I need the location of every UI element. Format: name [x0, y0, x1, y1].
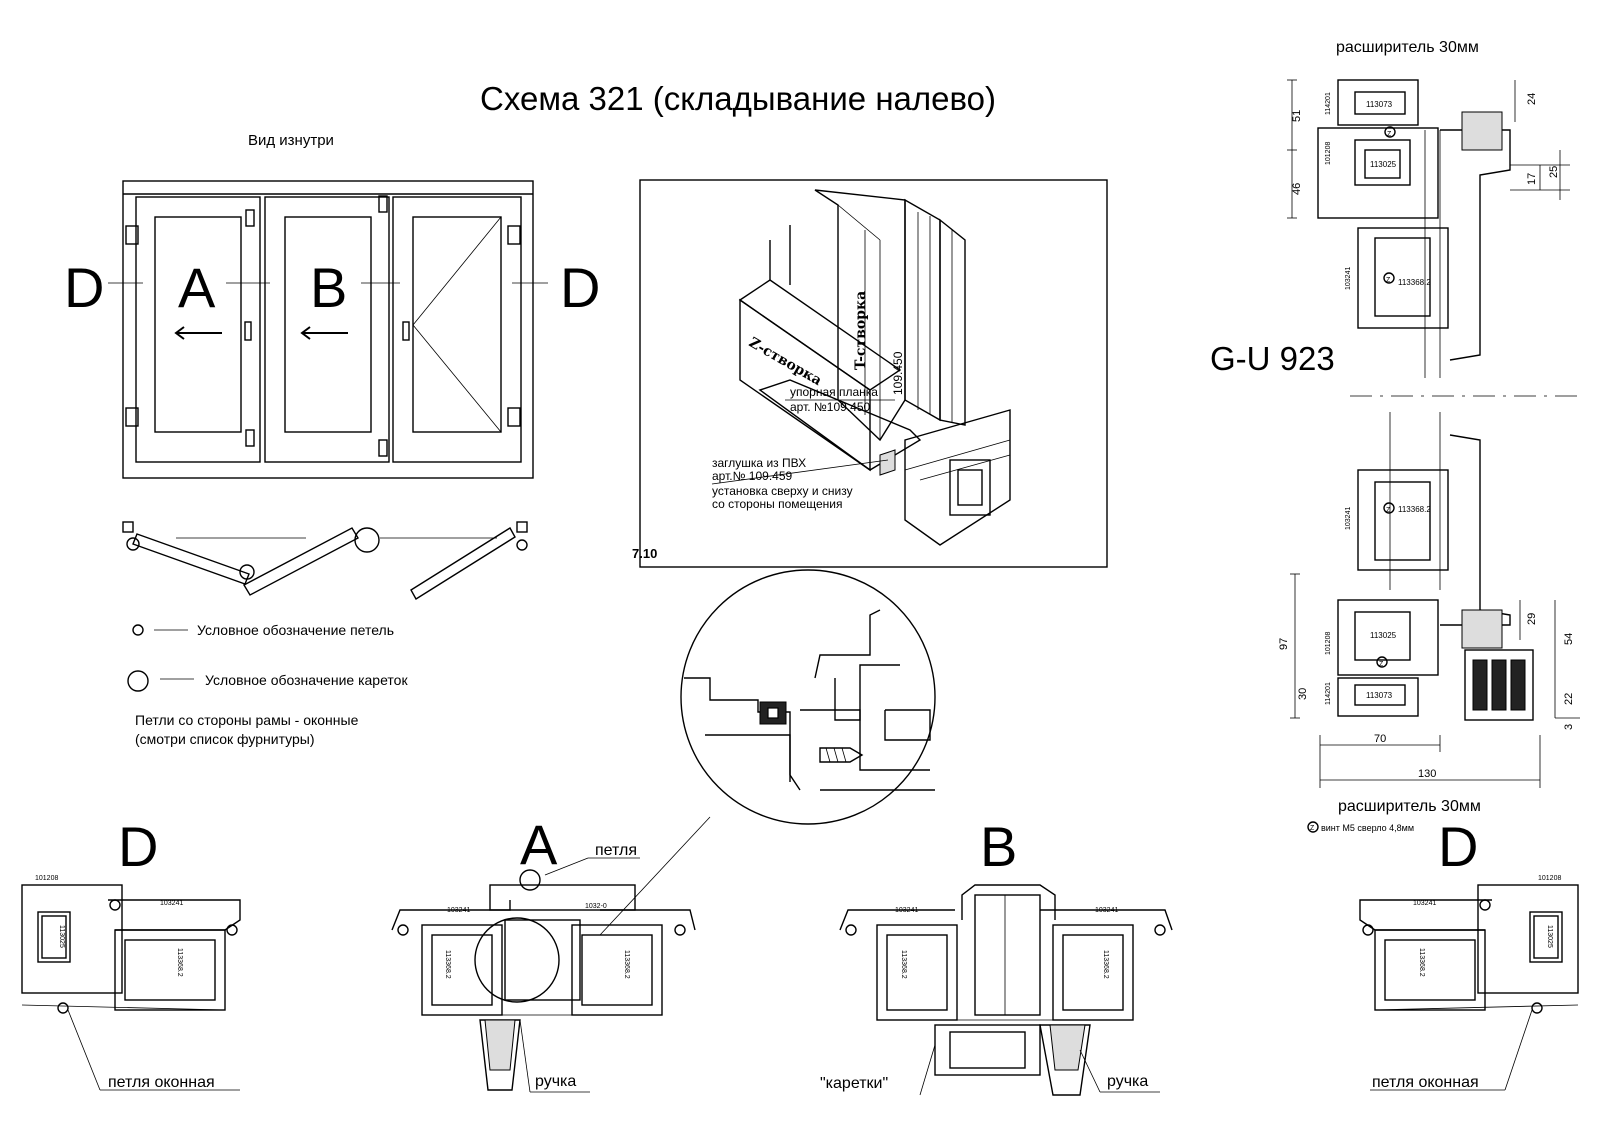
dim-46: 46: [1291, 183, 1303, 195]
code-113025: 113025: [1546, 925, 1553, 948]
screw-mark-letter: Z: [1386, 277, 1391, 284]
section-d-left: [21, 884, 241, 1091]
stop-bar-line-2: арт. №109.450: [790, 400, 870, 414]
code-113025: 113025: [58, 925, 65, 948]
profile-code: 103241: [1345, 267, 1352, 290]
screw-mark-icon: [1383, 502, 1395, 514]
view-label: Вид изнутри: [248, 132, 334, 149]
expander-bottom-label: расширитель 30мм: [1338, 798, 1481, 815]
figure-number: 7.10: [632, 546, 657, 561]
carriages-label: "каретки": [820, 1075, 888, 1092]
section-letter-d-left: D: [64, 256, 104, 319]
profile-code: 114201: [1325, 682, 1332, 705]
code-113368: 113368.2: [444, 950, 451, 979]
profile-code: 113073: [1366, 100, 1393, 109]
expander-top-label: расширитель 30мм: [1336, 39, 1479, 56]
legend-carriages: Условное обозначение кареток: [205, 672, 408, 688]
window-elevation: [108, 180, 548, 479]
dim-22: 22: [1563, 693, 1575, 705]
section-d-right: [1359, 884, 1579, 1091]
dim-97: 97: [1278, 638, 1290, 650]
right-bottom-section: [1290, 412, 1580, 788]
screw-symbol-letter: Z: [1310, 825, 1315, 832]
window-hinge-right-label: петля оконная: [1372, 1074, 1479, 1091]
isometric-detail: [639, 179, 1108, 568]
profile-code: 113025: [1370, 631, 1397, 640]
section-d-left-letter: D: [118, 815, 158, 878]
article-vertical-label: 109.450: [891, 351, 905, 395]
plug-line-2: арт.№ 109.459: [712, 469, 792, 483]
dim-51: 51: [1291, 110, 1303, 122]
code-113368: 113368.2: [176, 948, 183, 977]
section-b: [839, 884, 1173, 1096]
t-sash-label: T-створка: [853, 291, 869, 370]
right-top-section: [1287, 79, 1570, 378]
code-103241: 103241: [1095, 907, 1118, 914]
window-hinge-left-label: петля оконная: [108, 1074, 215, 1091]
section-letter-b: B: [310, 256, 347, 319]
handle-right-label: ручка: [1107, 1073, 1148, 1090]
plug-line-3: установка сверху и снизу: [712, 484, 853, 498]
profile-code: 103241: [1345, 507, 1352, 530]
code-103241: 103241: [1413, 900, 1436, 907]
dim-54: 54: [1563, 633, 1575, 645]
screw-note: винт М5 сверло 4,8мм: [1321, 823, 1414, 833]
code-113368: 113368.2: [1102, 950, 1109, 979]
carriage-symbol-icon: [127, 670, 149, 692]
dim-17: 17: [1526, 173, 1538, 185]
code-1032: 1032-0: [585, 903, 607, 910]
profile-code: 113025: [1370, 160, 1397, 169]
profile-code: 101208: [1325, 142, 1332, 165]
code-103241: 103241: [895, 907, 918, 914]
code-101208: 101208: [35, 875, 58, 882]
dim-24: 24: [1526, 93, 1538, 105]
screw-mark-letter: Z: [1379, 661, 1384, 668]
screw-mark-icon: [1383, 272, 1395, 284]
code-103241: 103241: [447, 907, 470, 914]
legend-note-2: (смотри список фурнитуры): [135, 731, 315, 747]
section-b-letter: B: [980, 815, 1017, 878]
hinge-label: петля: [595, 842, 637, 859]
dim-30: 30: [1297, 688, 1309, 700]
legend-hinges: Условное обозначение петель: [197, 622, 394, 638]
code-113368: 113368.2: [623, 950, 630, 979]
system-label: G-U 923: [1210, 340, 1335, 377]
folding-scheme: [122, 521, 528, 600]
legend: [127, 624, 194, 692]
code-103241: 103241: [160, 900, 183, 907]
legend-note-1: Петли со стороны рамы - оконные: [135, 712, 359, 728]
profile-code: 113368.2: [1398, 505, 1431, 514]
code-113368: 113368.2: [900, 950, 907, 979]
dim-3: 3: [1563, 724, 1575, 730]
section-a-letter: A: [520, 813, 558, 876]
dim-29: 29: [1526, 613, 1538, 625]
screw-mark-icon: [1376, 656, 1388, 668]
section-letter-a: A: [178, 256, 216, 319]
section-a: [391, 857, 696, 1093]
code-113368: 113368.2: [1418, 948, 1425, 977]
dim-70: 70: [1374, 733, 1386, 745]
handle-left-label: ручка: [535, 1073, 576, 1090]
screw-mark-letter: Z: [1387, 131, 1392, 138]
stop-bar-line-1: упорная планка: [790, 385, 878, 399]
plug-line-1: заглушка из ПВХ: [712, 456, 806, 470]
page-title: Схема 321 (складывание налево): [480, 80, 996, 117]
dim-130: 130: [1418, 768, 1436, 780]
code-101208: 101208: [1538, 875, 1561, 882]
hinge-symbol-icon: [132, 624, 144, 636]
section-letter-d-right: D: [560, 256, 600, 319]
dim-25: 25: [1548, 166, 1560, 178]
profile-code: 113073: [1366, 691, 1393, 700]
screw-mark-icon: [1384, 126, 1396, 138]
magnified-detail: [680, 569, 936, 825]
profile-code: 114201: [1325, 92, 1332, 115]
screw-symbol-icon: [1307, 821, 1319, 833]
plug-line-4: со стороны помещения: [712, 497, 842, 511]
profile-code: 101208: [1325, 632, 1332, 655]
profile-code: 113368.2: [1398, 278, 1431, 287]
section-d-right-letter: D: [1438, 815, 1478, 878]
screw-mark-letter: Z: [1386, 507, 1391, 514]
